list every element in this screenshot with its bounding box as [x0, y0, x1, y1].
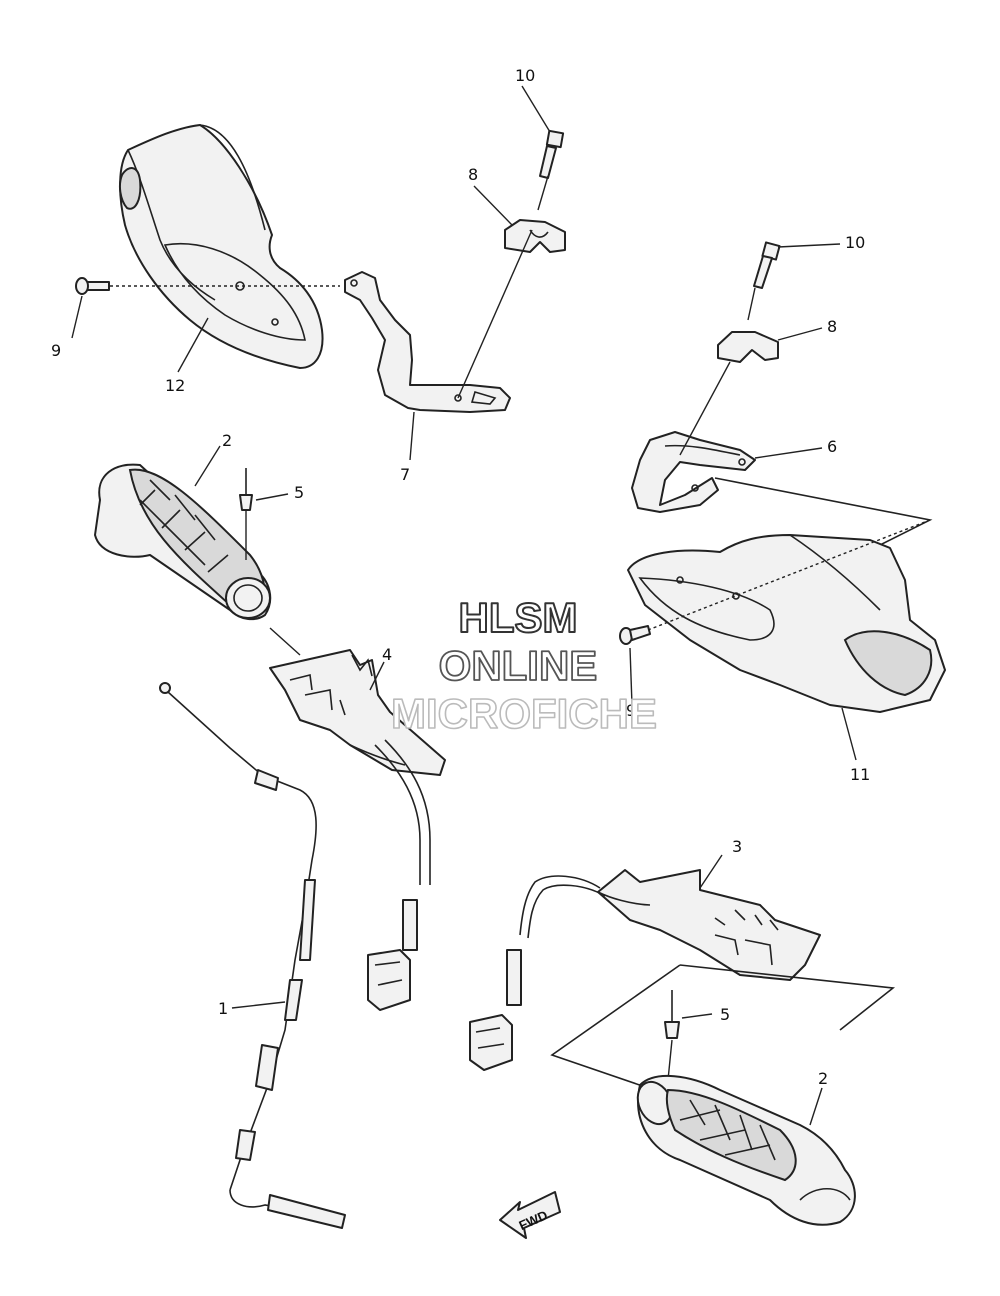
- callout-9-left: 9: [51, 341, 61, 360]
- left-hand-guard[interactable]: [118, 124, 324, 369]
- callout-5-upper: 5: [294, 483, 304, 502]
- right-grip[interactable]: [631, 1074, 856, 1226]
- callout-2-right: 2: [818, 1069, 828, 1088]
- callout-11: 11: [850, 765, 870, 784]
- callout-10-right: 10: [845, 233, 865, 252]
- right-clamp-bolt[interactable]: [753, 241, 781, 289]
- left-guard-bracket[interactable]: [344, 271, 511, 413]
- right-hand-guard[interactable]: [627, 534, 946, 713]
- callout-12: 12: [165, 376, 185, 395]
- callout-3: 3: [732, 837, 742, 856]
- upper-rivet[interactable]: [239, 468, 253, 511]
- callout-9-right: 9: [626, 701, 636, 720]
- right-clamp[interactable]: [717, 331, 779, 363]
- callout-4: 4: [382, 645, 392, 664]
- callout-2-left: 2: [222, 431, 232, 450]
- callout-8-left: 8: [468, 165, 478, 184]
- callout-5-lower: 5: [720, 1005, 730, 1024]
- right-grip-heater[interactable]: [597, 869, 821, 981]
- callout-6: 6: [827, 437, 837, 456]
- left-clamp[interactable]: [504, 219, 566, 253]
- watermark-line1: HLSM: [459, 594, 578, 641]
- left-heater-harness[interactable]: [367, 739, 431, 1011]
- left-guard-screw[interactable]: [75, 277, 110, 295]
- right-guard-bracket[interactable]: [631, 431, 756, 513]
- callout-1: 1: [218, 999, 228, 1018]
- callout-8-right: 8: [827, 317, 837, 336]
- left-clamp-bolt[interactable]: [539, 129, 565, 179]
- lower-rivet[interactable]: [664, 990, 680, 1039]
- watermark-line3: MICROFICHE: [391, 690, 657, 737]
- fwd-arrow: FWD: [499, 1191, 561, 1239]
- left-grip[interactable]: [94, 463, 272, 621]
- throttle-cable[interactable]: [159, 682, 346, 1229]
- left-grip-heater[interactable]: [269, 649, 446, 776]
- callout-7: 7: [400, 465, 410, 484]
- watermark-line2: ONLINE: [439, 642, 598, 689]
- right-heater-harness[interactable]: [469, 875, 606, 1071]
- right-guard-screw[interactable]: [619, 625, 651, 645]
- callout-10-left: 10: [515, 66, 535, 85]
